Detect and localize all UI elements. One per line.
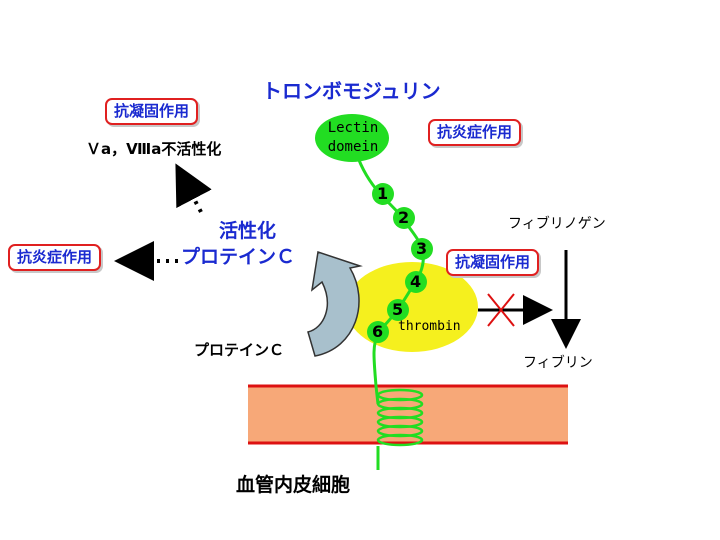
lectin-label-line2: domein — [327, 139, 379, 155]
egf-domain-6: 6 — [372, 322, 384, 341]
egf-domain-1: 1 — [377, 184, 389, 203]
anticoagulant-effect-left: 抗凝固作用 — [105, 98, 199, 125]
dotted-arrow-to-factor-inactivation — [175, 163, 212, 213]
anti-inflammatory-effect-left: 抗炎症作用 — [8, 244, 102, 271]
egf-domain-circles — [367, 183, 433, 343]
activated-protein-c-line2: プロテインＣ — [181, 246, 296, 268]
egf-domain-2: 2 — [398, 208, 410, 227]
egf-domain-3: 3 — [416, 239, 428, 258]
title: トロンボモジュリン — [262, 79, 441, 103]
fibrin-label: フィブリン — [523, 355, 593, 371]
lectin-domain — [315, 114, 389, 162]
endothelial-cell-label: 血管内皮細胞 — [236, 474, 351, 496]
transmembrane-coil — [376, 388, 424, 447]
fibrinogen-label: フィブリノゲン — [508, 216, 606, 232]
egf-domain-4: 4 — [410, 272, 422, 291]
activated-protein-c-line1: 活性化 — [219, 220, 277, 242]
egf-domain-5: 5 — [392, 300, 404, 319]
anticoagulant-effect-right: 抗凝固作用 — [446, 249, 540, 276]
cell-membrane — [248, 384, 568, 445]
protein-c-label: プロテインＣ — [194, 341, 285, 359]
anti-inflammatory-effect-top: 抗炎症作用 — [428, 119, 522, 146]
thrombin-label: thrombin — [398, 319, 461, 334]
factor-inactivation-label: Ｖa，Ⅷa不活性化 — [86, 140, 222, 158]
activation-arrow — [307, 251, 363, 357]
lectin-label-line1: Lectin — [327, 120, 379, 136]
